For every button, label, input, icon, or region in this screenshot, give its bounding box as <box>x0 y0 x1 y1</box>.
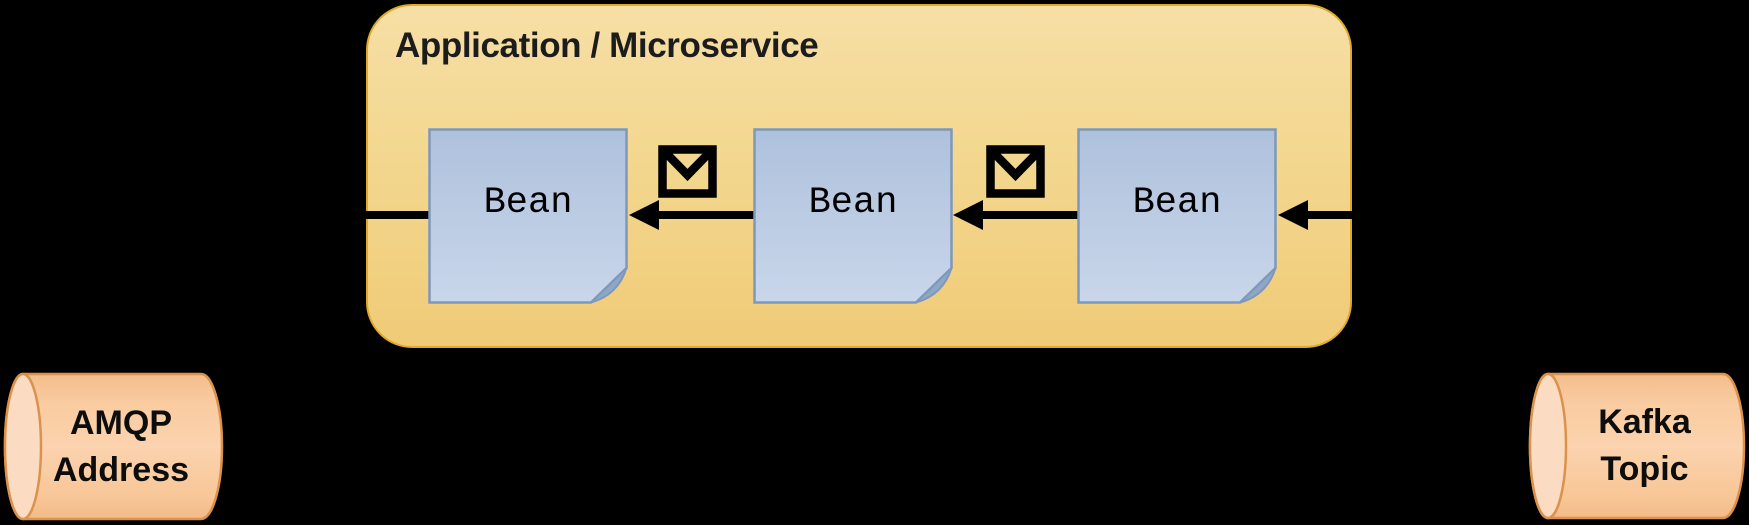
application-box-title: Application / Microservice <box>395 26 819 65</box>
page-fold <box>590 267 628 304</box>
bean-label: Bean <box>1132 182 1222 224</box>
kafka-cylinder-label: Kafka Topic <box>1542 372 1747 520</box>
page-fold <box>1239 267 1277 304</box>
envelope-icon <box>658 145 717 198</box>
bean-label: Bean <box>483 182 573 224</box>
amqp-address-cylinder: AMQP Address <box>3 372 225 521</box>
kafka-label-line1: Kafka <box>1598 403 1691 441</box>
kafka-topic-cylinder: Kafka Topic <box>1528 372 1747 520</box>
bean-note-shape <box>1077 128 1277 304</box>
amqp-label-line2: Address <box>52 450 190 489</box>
page-fold <box>915 267 953 304</box>
envelope-icon <box>986 145 1045 198</box>
bean-card-1: Bean <box>428 128 628 304</box>
bean-label: Bean <box>808 182 898 224</box>
bean-note-shape <box>428 128 628 304</box>
kafka-label-line2: Topic <box>1600 450 1689 488</box>
amqp-label-line1: AMQP <box>70 403 172 442</box>
bean-card-3: Bean <box>1077 128 1277 304</box>
cylinder-shape <box>1528 372 1746 520</box>
cylinder-shape <box>3 372 224 521</box>
bean-card-2: Bean <box>753 128 953 304</box>
bean-note-shape <box>753 128 953 304</box>
amqp-cylinder-label: AMQP Address <box>17 372 225 521</box>
